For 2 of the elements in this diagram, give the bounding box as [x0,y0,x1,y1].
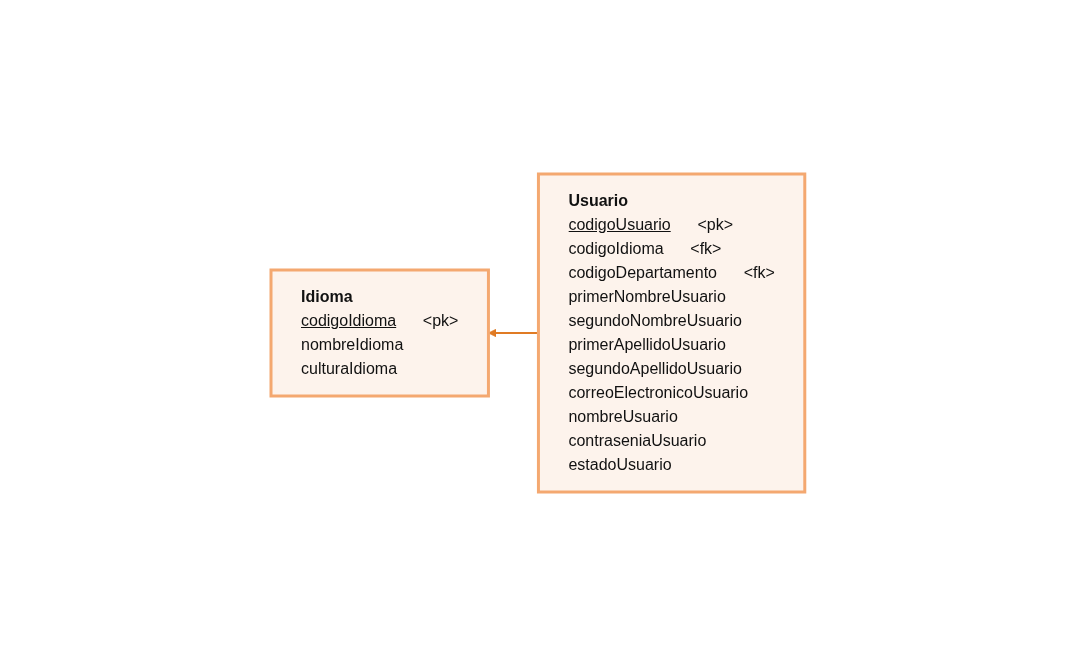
node-box: Idioma codigoIdioma <pk> nombreIdioma culturaIdioma [269,268,491,397]
node-box: Usuario codigoUsuario <pk> codigoIdioma <fk> codigoDepartamento <fk> primerNombreUsuario segundoNombreUsuario primerApellidoUsuario segundoApellidoUsuario correoElectronicoUsuario nombreUsuario contraseniaUsuario estadoUsuario [537,172,807,493]
